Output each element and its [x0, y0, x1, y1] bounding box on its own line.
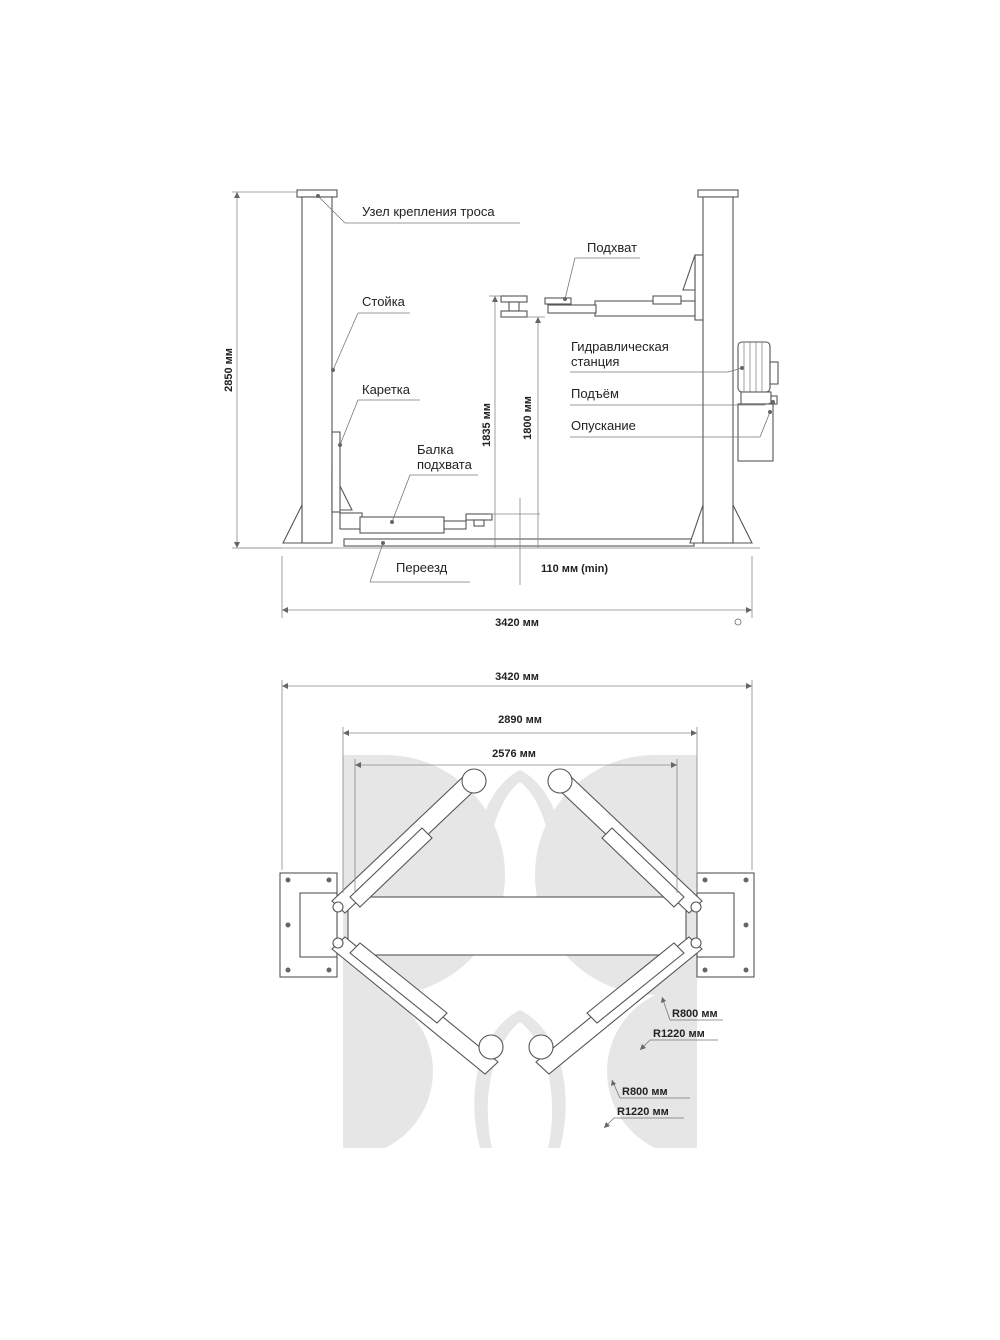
label-carriage: Каретка [362, 382, 411, 397]
dim-radius-large-2: R1220 мм [617, 1106, 669, 1118]
label-hydraulic-1: Гидравлическая [571, 339, 669, 354]
swing-arm-top-left [331, 768, 487, 914]
carriage-crossbeam [347, 896, 687, 956]
raised-pad-stem [508, 301, 520, 312]
left-arm-beam [359, 516, 445, 534]
raised-pad [500, 295, 528, 318]
left-post [282, 189, 353, 544]
right-post-gusset-outer [732, 504, 753, 544]
dim-radius-large-1: R1220 мм [653, 1028, 705, 1040]
swing-arm-bottom-left [331, 936, 504, 1075]
dim-radius-small-2: R800 мм [622, 1086, 668, 1098]
swing-arm-top-right [547, 768, 703, 914]
label-lift-arm-2: подхвата [417, 457, 473, 472]
dim-inner-width: 2890 мм [498, 714, 542, 726]
dim-radius-small-1: R800 мм [672, 1008, 718, 1020]
pad-top-right [547, 768, 573, 794]
hydraulic-station [737, 341, 779, 462]
top-dimension-lines [281, 680, 753, 1129]
left-post-gusset-outer [282, 504, 303, 544]
dim-max-lift-1: 1835 мм [481, 403, 493, 447]
left-post-column [301, 196, 333, 544]
hydraulic-tank [737, 403, 774, 462]
right-post-cap [697, 189, 739, 198]
dim-min-height: 110 мм (min) [541, 563, 608, 575]
label-drive-over: Переезд [396, 560, 448, 575]
dim-max-lift-2: 1800 мм [522, 396, 534, 440]
right-carriage [694, 254, 704, 321]
side-leader-lines [316, 194, 775, 583]
pad-bottom-left [478, 1034, 504, 1060]
label-cable-mount: Узел крепления троса [362, 204, 495, 219]
right-arm-mount [652, 295, 682, 305]
label-lift-arm-1: Балка [417, 442, 454, 457]
label-post: Стойка [362, 294, 406, 309]
hydraulic-lever [770, 395, 778, 405]
left-arm-extension [443, 520, 467, 530]
right-arm-extension [547, 304, 597, 314]
right-post-gusset-inner [689, 504, 704, 544]
label-raise: Подъём [571, 386, 619, 401]
label-hydraulic-2: станция [571, 354, 619, 369]
side-view: Узел крепления троса Стойка Каретка Балк… [223, 189, 779, 629]
left-arm-mount [339, 512, 363, 530]
dim-overall-width-top: 3420 мм [495, 671, 539, 683]
side-dimension-lines [232, 191, 753, 626]
pad-bottom-right [528, 1034, 554, 1060]
raised-pad-bottom [500, 310, 528, 318]
left-base-plate [279, 872, 338, 978]
dim-total-height: 2850 мм [223, 348, 235, 392]
right-post-column [702, 196, 734, 544]
hydraulic-motor-box [769, 361, 779, 385]
dim-overall-width-side: 3420 мм [495, 617, 539, 629]
swing-arm-bottom-right [528, 936, 703, 1075]
pad-top-left [461, 768, 487, 794]
left-pad-stem [473, 519, 485, 527]
right-post-section [696, 892, 735, 958]
left-lift-arm [339, 512, 493, 534]
top-view: 3420 мм 2890 мм 2576 мм R800 мм R1220 мм… [279, 671, 755, 1148]
drive-over-plate [343, 538, 695, 547]
left-carriage [331, 431, 341, 513]
dim-drive-through: 2576 мм [492, 748, 536, 760]
left-post-section [299, 892, 338, 958]
label-pad: Подхват [587, 240, 637, 255]
hydraulic-valve-block [740, 391, 772, 405]
label-lower: Опускание [571, 418, 636, 433]
left-pad-top [465, 513, 493, 521]
right-carriage-gusset [682, 254, 696, 291]
right-post [682, 189, 753, 544]
right-lift-arm [544, 295, 696, 317]
raised-pad-top [500, 295, 528, 303]
right-base-plate [696, 872, 755, 978]
right-pad-top [544, 297, 572, 305]
